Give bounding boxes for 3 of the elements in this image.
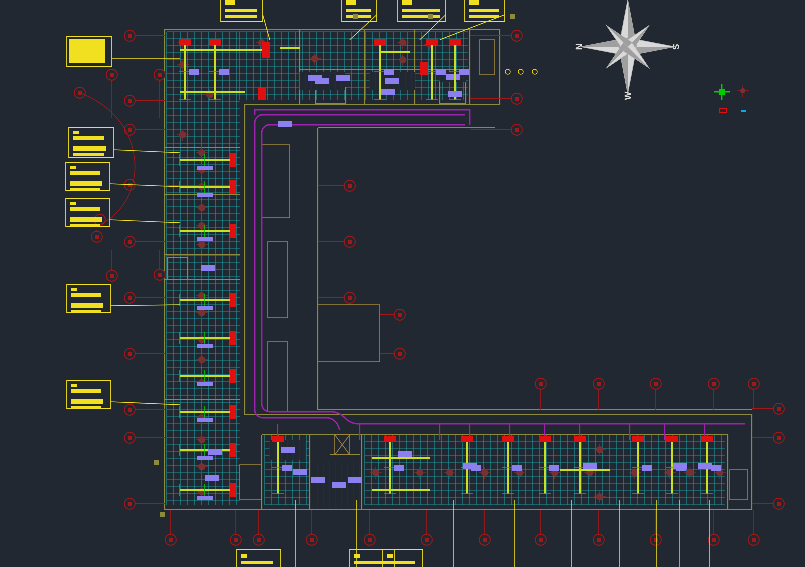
compass-letter: S bbox=[672, 44, 680, 50]
compass-letter: W bbox=[624, 92, 632, 100]
compass-letter: N bbox=[576, 44, 582, 50]
